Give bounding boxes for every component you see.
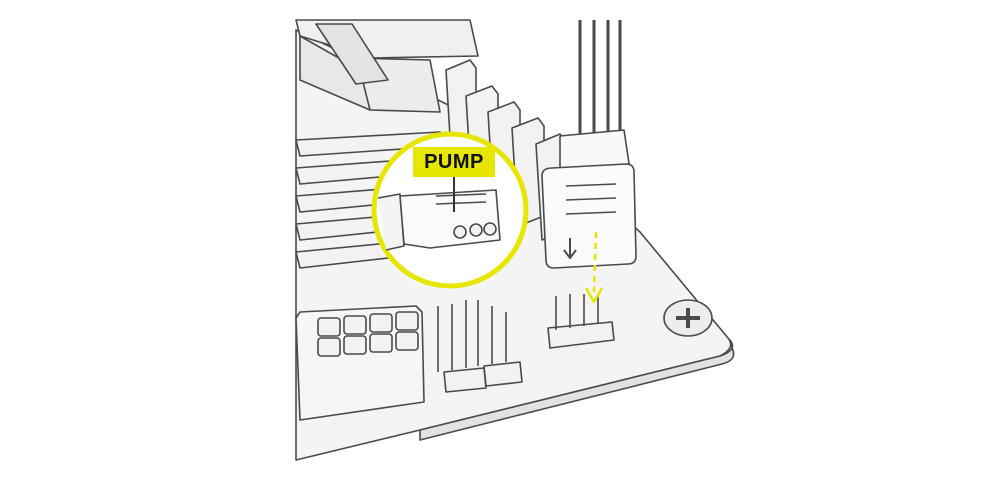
pump-header (547, 294, 615, 349)
pump-label-text: PUMP (424, 150, 484, 173)
eight-pin-power-connector (295, 305, 425, 421)
fan-headers (437, 300, 523, 393)
pump-connector-plug (541, 20, 637, 269)
cpu-cooler (295, 19, 479, 113)
phillips-screw-icon (663, 299, 713, 337)
pump-label: PUMP (413, 147, 495, 177)
arrow-down-icon (563, 238, 577, 259)
board-edge (419, 339, 735, 441)
